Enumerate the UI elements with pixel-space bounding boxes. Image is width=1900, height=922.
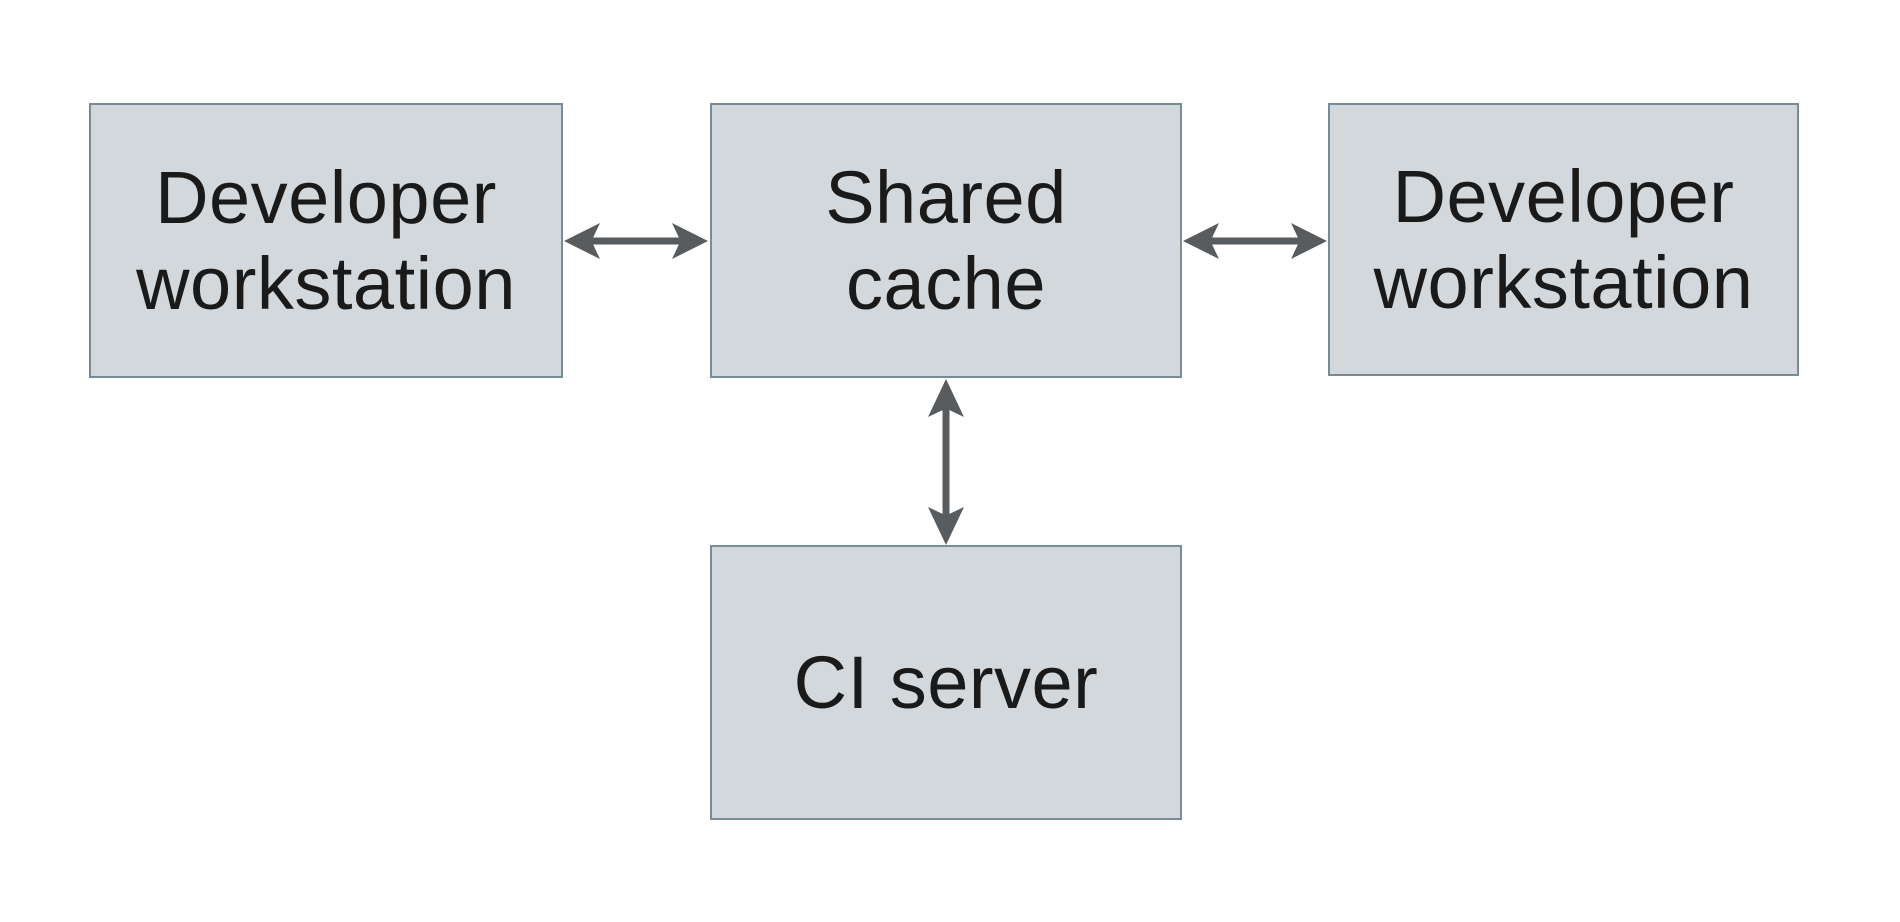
node-label: Developer workstation [1373, 154, 1754, 324]
node-developer-workstation-right: Developer workstation [1328, 103, 1799, 376]
node-ci-server: CI server [710, 545, 1182, 820]
node-label: Shared cache [825, 155, 1067, 325]
node-shared-cache: Shared cache [710, 103, 1182, 378]
bidirectional-arrow-down-icon [926, 378, 966, 546]
node-label: Developer workstation [136, 155, 516, 325]
node-developer-workstation-left: Developer workstation [89, 103, 563, 378]
node-label: CI server [793, 640, 1099, 724]
bidirectional-arrow-right-icon [1182, 221, 1328, 261]
bidirectional-arrow-left-icon [563, 221, 709, 261]
